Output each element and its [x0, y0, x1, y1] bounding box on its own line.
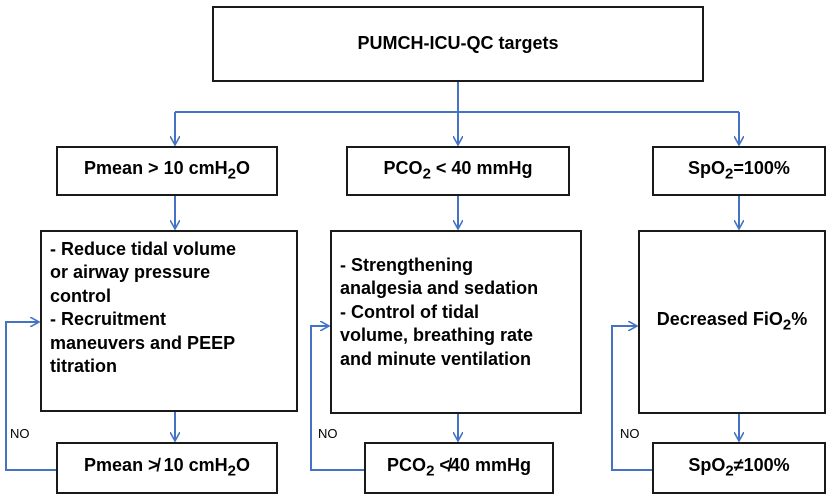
actions-line: maneuvers and PEEP — [50, 332, 236, 353]
result-label-spo2: SpO2≠100% — [688, 455, 790, 481]
actions-line: - Reduce tidal volume — [50, 239, 237, 259]
actions-line: titration — [50, 355, 117, 376]
actions-line: - Control of tidal — [340, 301, 479, 322]
target-label-pmean: Pmean > 10 cmH2O — [84, 158, 250, 184]
loop-arrow-3 — [611, 326, 652, 471]
actions-line: analgesia and sedation — [340, 278, 539, 299]
actions-box-pmean: - Reduce tidal volume or airway pressure… — [40, 230, 298, 412]
actions-line: and minute ventilation — [340, 348, 532, 369]
loop-arrow-2 — [310, 326, 364, 471]
target-box-pco2: PCO2 < 40 mmHg — [346, 146, 570, 196]
target-label-spo2: SpO2=100% — [688, 158, 790, 184]
target-box-pmean: Pmean > 10 cmH2O — [56, 146, 278, 196]
result-label-pmean: Pmean ≯ 10 cmH2O — [84, 455, 250, 481]
result-box-spo2: SpO2≠100% — [652, 442, 826, 494]
root-label: PUMCH-ICU-QC targets — [357, 33, 559, 54]
loop-label-no: NO — [10, 426, 30, 441]
root-box: PUMCH-ICU-QC targets — [212, 6, 704, 82]
actions-line: - Recruitment — [50, 309, 167, 330]
actions-line: control — [50, 285, 111, 306]
actions-box-spo2: Decreased FiO2% — [638, 230, 826, 414]
target-box-spo2: SpO2=100% — [652, 146, 826, 196]
actions-line: or airway pressure — [50, 262, 211, 283]
actions-line: - Strengthening — [340, 255, 473, 275]
actions-line: volume, breathing rate — [340, 325, 534, 346]
result-box-pmean: Pmean ≯ 10 cmH2O — [56, 442, 278, 494]
loop-label-no: NO — [620, 426, 640, 441]
actions-box-pco2: - Strengthening analgesia and sedation -… — [330, 230, 582, 414]
target-label-pco2: PCO2 < 40 mmHg — [383, 158, 533, 184]
result-label-pco2: PCO2 ≮40 mmHg — [387, 455, 531, 481]
loop-arrow-1 — [5, 322, 56, 471]
loop-label-no: NO — [318, 426, 338, 441]
result-box-pco2: PCO2 ≮40 mmHg — [364, 442, 554, 494]
actions-label-spo2: Decreased FiO2% — [656, 309, 808, 335]
